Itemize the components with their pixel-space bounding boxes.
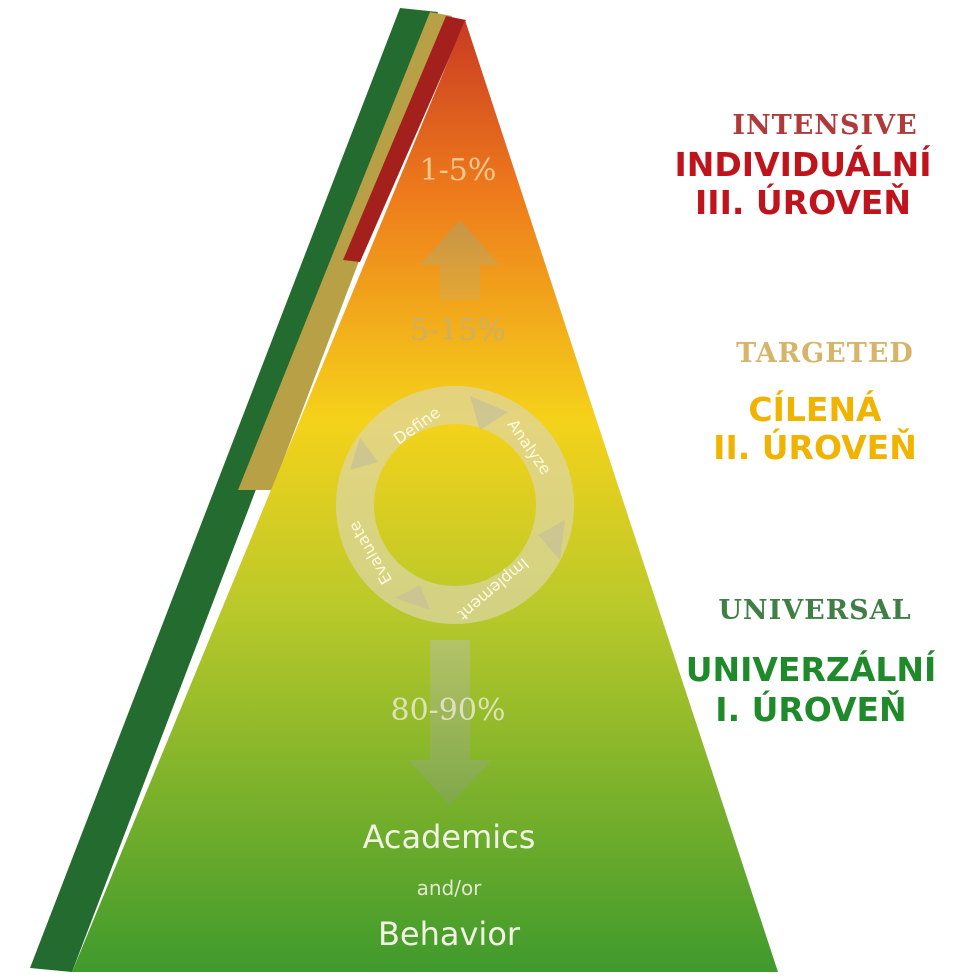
base-andor: and/or: [417, 876, 483, 900]
percent-middle: 5-15%: [410, 313, 506, 348]
arrow-up: [420, 220, 500, 300]
base-academics: Academics: [363, 818, 536, 856]
tier-intensive-en: INTENSIVE: [732, 110, 918, 141]
tier-targeted-cz-line1: CÍLENÁ: [748, 390, 882, 429]
tier-intensive-cz-line2: III. ÚROVEŇ: [695, 183, 911, 222]
base-behavior: Behavior: [378, 915, 521, 953]
tier-targeted-cz-line2: II. ÚROVEŇ: [713, 428, 917, 467]
tier-intensive-cz-line1: INDIVIDUÁLNÍ: [674, 145, 932, 184]
tier-universal-en: UNIVERSAL: [718, 595, 912, 626]
tier-universal-cz-line2: I. ÚROVEŇ: [715, 690, 907, 729]
percent-top: 1-5%: [420, 153, 497, 188]
arrow-down: [408, 640, 492, 805]
percent-bottom: 80-90%: [391, 693, 506, 728]
pyramid-face: [72, 20, 778, 972]
cycle-arrowheads: [350, 396, 565, 610]
pyramid-side-red: [343, 16, 466, 262]
cycle-ring: [336, 386, 574, 624]
tier-universal-cz-line1: UNIVERZÁLNÍ: [685, 650, 937, 689]
tier-targeted-en: TARGETED: [736, 338, 914, 369]
